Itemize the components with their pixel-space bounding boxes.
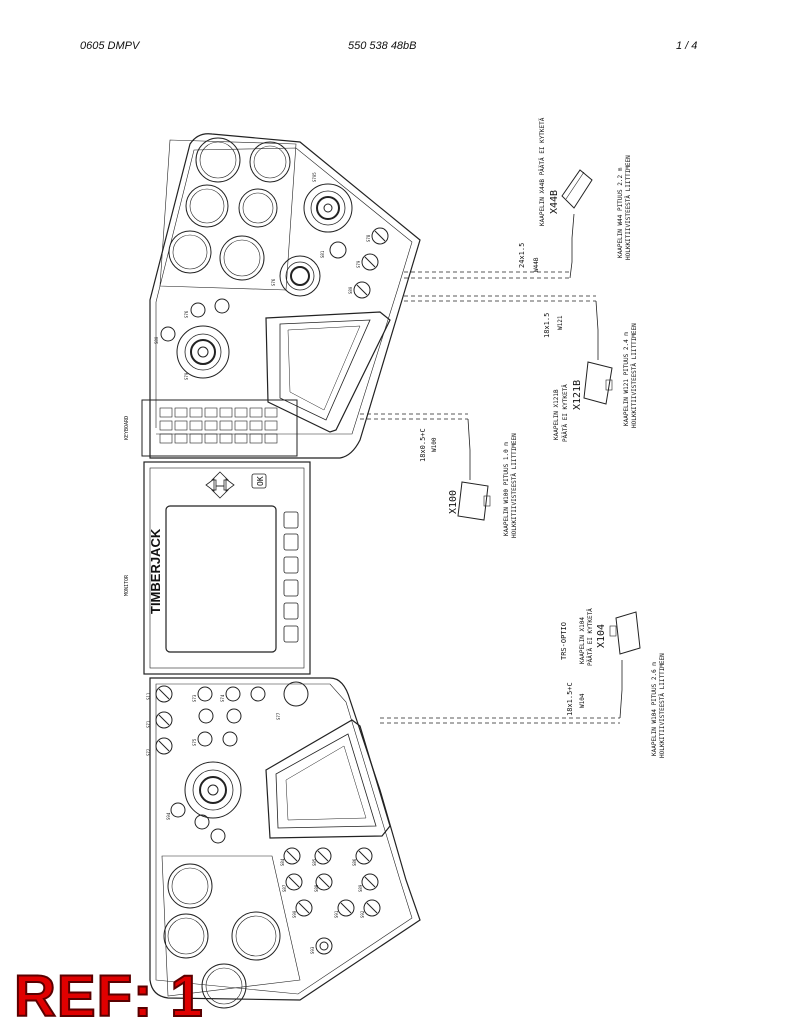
component-label: S72 [146, 748, 151, 756]
component-label: S79 [184, 372, 189, 380]
component-label: S77 [276, 712, 281, 720]
connector-x100-icon [457, 481, 491, 521]
x100-size: 18x0.5+C [419, 428, 427, 462]
x104-note3: HOLKKITIIVISTEESTÄ LIITTIMEEN [659, 653, 666, 758]
x44b-note1: KAAPELIN X44B PÄÄTÄ EI KYTKETÄ [539, 117, 546, 226]
gauge-cluster-top [159, 137, 297, 291]
component-label: S705 [312, 172, 317, 182]
rotary-knobs-bottom-left [155, 681, 309, 844]
connector-x104-icon [609, 611, 641, 655]
x44b-note2: KAAPELIN W44 PITUUS 2.2 m [617, 167, 624, 258]
component-label: S91 [334, 910, 339, 918]
monitor-softkeys [283, 511, 299, 643]
x121b-note3: HOLKKITIIVISTEESTÄ LIITTIMEEN [631, 323, 638, 428]
x104-wire: W104 [579, 693, 586, 708]
gauge-cluster-bottom [161, 855, 301, 1009]
component-label: S94 [166, 812, 171, 820]
x121b-note1b: PÄÄTÄ EI KYTKETÄ [562, 384, 569, 442]
rotary-knobs-bottom-right [283, 847, 381, 955]
x104-note1b: PÄÄTÄ EI KYTKETÄ [587, 608, 594, 666]
component-label: S87 [282, 884, 287, 892]
joystick-top [176, 183, 353, 379]
x44b-connector: X44B [549, 190, 560, 214]
component-label: S76 [184, 310, 189, 318]
header-page-number: 1 / 4 [676, 40, 698, 52]
ref-stamp: REF: 1 [13, 964, 204, 1029]
x104-connector: X104 [596, 624, 607, 648]
keyboard-label: KEYBOARD [124, 416, 130, 440]
x121b-note1: KAAPELIN X121B [553, 389, 560, 440]
monitor-label: MONITOR [124, 574, 130, 596]
x44b-note3: HOLKKITIIVISTEESTÄ LIITTIMEEN [625, 155, 632, 260]
x100-connector: X100 [448, 490, 459, 514]
x121b-size: 18x1.5 [543, 313, 551, 338]
brand-logo: TIMBERJACK [148, 528, 163, 614]
component-label: S75 [192, 738, 197, 746]
x100-note3: HOLKKITIIVISTEESTÄ LIITTIMEEN [511, 433, 518, 538]
header-part-number: 550 538 48bB [348, 40, 417, 52]
component-label: S88 [314, 884, 319, 892]
component-label: S80 [154, 336, 159, 344]
component-label: S89 [358, 884, 363, 892]
component-label: S86 [352, 858, 357, 866]
component-label: S76 [271, 278, 276, 286]
x104-pre: TRS-OPTIO [560, 622, 568, 660]
x44b-size: 24x1.5 [518, 243, 526, 268]
component-label: S81 [320, 250, 325, 258]
component-label: S78 [366, 234, 371, 242]
connector-x44b-icon [561, 169, 593, 209]
ok-key-label: OK [256, 476, 265, 486]
x121b-note2: KAAPELIN W121 PITUUS 2.4 m [623, 332, 630, 426]
connector-x121b-icon [583, 361, 613, 405]
x100-wire: W100 [431, 437, 438, 452]
x121b-wire: W121 [557, 315, 564, 330]
component-label: S71 [146, 720, 151, 728]
x121b-connector: X121B [572, 380, 583, 410]
component-label: S73 [192, 694, 197, 702]
component-label: S92 [360, 910, 365, 918]
component-label: S11 [146, 692, 151, 700]
component-label: S84 [280, 858, 285, 866]
x104-note1: KAAPELIN X104 [579, 617, 586, 664]
bottom-control-panel [149, 677, 421, 1009]
nav-arrow-cross-icon [205, 471, 235, 499]
x104-note2: KAAPELIN W104 PITUUS 2.6 m [651, 662, 658, 756]
armrest-top [265, 311, 391, 433]
rotary-knobs-top [160, 227, 389, 342]
component-label: S79 [356, 260, 361, 268]
component-label: S74 [220, 694, 225, 702]
component-label: S93 [310, 946, 315, 954]
x104-size: 18x1.5+C [566, 682, 574, 716]
component-label: S85 [312, 858, 317, 866]
monitor [143, 461, 311, 675]
component-label: S80 [348, 286, 353, 294]
ok-key [251, 473, 267, 489]
armrest-bottom [265, 719, 391, 839]
component-label: S90 [292, 910, 297, 918]
x100-note2: KAAPELIN W100 PITUUS 1.0 m [503, 442, 510, 536]
joystick-bottom [184, 761, 242, 819]
x44b-wire: W44B [533, 257, 540, 272]
keyboard-top [141, 399, 298, 457]
top-control-panel [141, 133, 421, 459]
header-doc-code: 0605 DMPV [80, 40, 140, 52]
cable-runs [360, 213, 623, 724]
